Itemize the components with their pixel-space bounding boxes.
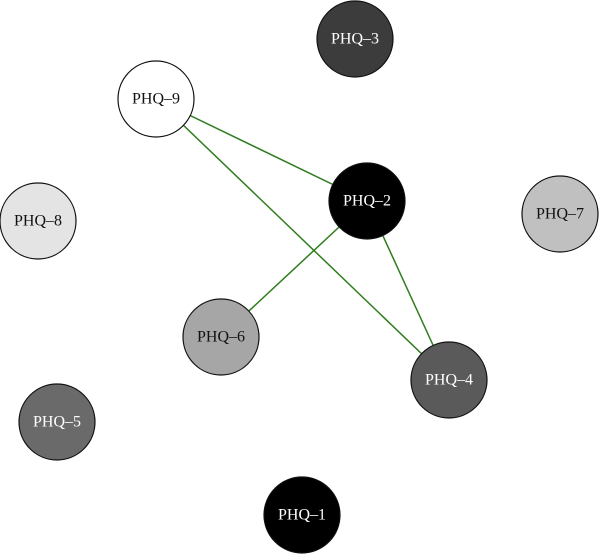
node-label: PHQ–5 [33,414,81,431]
node-label: PHQ–1 [278,507,326,524]
node-phq-8: PHQ–8 [0,182,77,260]
node-phq-1: PHQ–1 [263,476,341,554]
edge-phq-9-phq-4 [155,98,450,381]
node-phq-3: PHQ–3 [316,0,394,78]
node-circle [18,383,96,461]
node-label: PHQ–6 [197,329,245,346]
node-circle [316,0,394,78]
node-phq-2: PHQ–2 [328,162,406,240]
node-phq-4: PHQ–4 [410,341,488,419]
node-circle [328,162,406,240]
node-phq-5: PHQ–5 [18,383,96,461]
node-label: PHQ–7 [536,206,584,223]
node-phq-9: PHQ–9 [117,60,195,138]
node-label: PHQ–8 [14,213,62,230]
node-label: PHQ–3 [331,31,379,48]
node-label: PHQ–4 [425,372,473,389]
node-phq-6: PHQ–6 [182,298,260,376]
edge-phq-9-phq-2 [155,98,368,202]
node-label: PHQ–9 [132,91,180,108]
node-circle [182,298,260,376]
node-circle [263,476,341,554]
node-circle [0,182,77,260]
node-phq-7: PHQ–7 [521,175,599,253]
node-circle [117,60,195,138]
node-label: PHQ–2 [343,193,391,210]
node-circle [521,175,599,253]
node-circle [410,341,488,419]
